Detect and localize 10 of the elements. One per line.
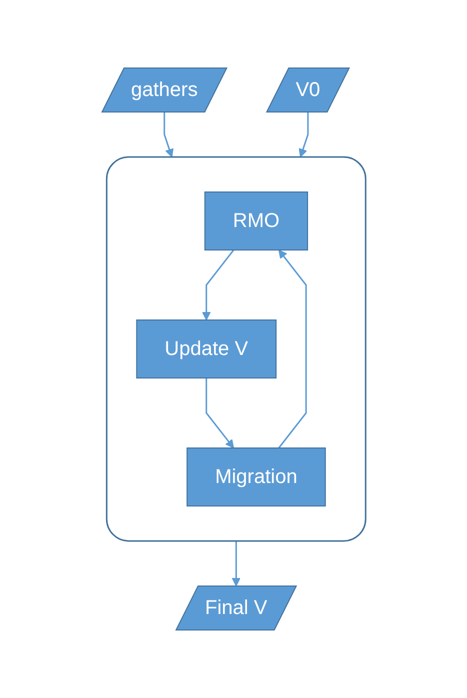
arrow: [298, 112, 308, 158]
node-box: RMO: [204, 192, 308, 250]
arrow: [231, 541, 240, 586]
cluster: [106, 156, 366, 542]
arrow: [202, 250, 234, 320]
arrow: [163, 112, 174, 158]
arrow: [205, 378, 234, 448]
node-box: Migration: [186, 448, 326, 506]
node-box: Update V: [136, 320, 276, 378]
arrow: [278, 250, 306, 448]
